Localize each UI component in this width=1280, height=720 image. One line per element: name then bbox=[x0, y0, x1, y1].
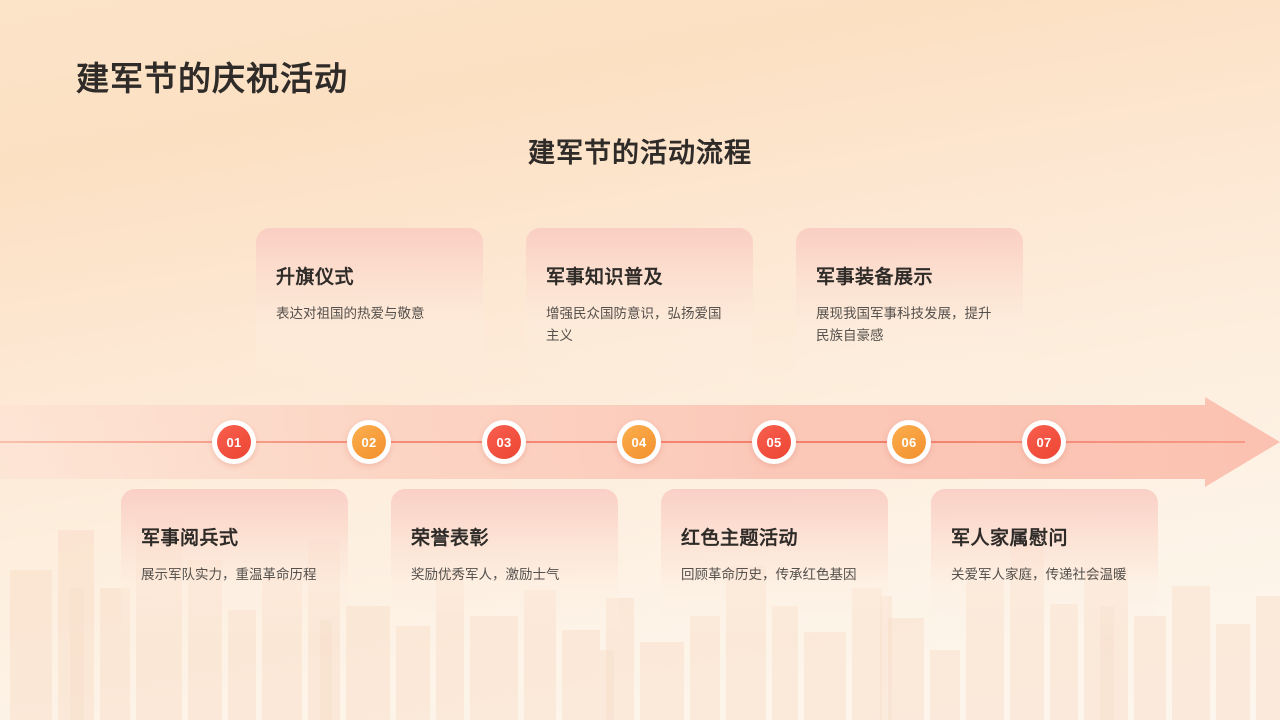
timeline-marker-04[interactable]: 04 bbox=[617, 420, 661, 464]
timeline-marker-06[interactable]: 06 bbox=[887, 420, 931, 464]
activity-card-top-2[interactable]: 军事知识普及 增强民众国防意识，弘扬爱国主义 bbox=[526, 228, 753, 386]
activity-card-top-3[interactable]: 军事装备展示 展现我国军事科技发展，提升民族自豪感 bbox=[796, 228, 1023, 386]
activity-card-bottom-1[interactable]: 军事阅兵式 展示军队实力，重温革命历程 bbox=[121, 489, 348, 639]
activity-card-title: 红色主题活动 bbox=[681, 528, 799, 549]
activity-card-title: 军事知识普及 bbox=[546, 267, 664, 288]
activity-card-title: 荣誉表彰 bbox=[411, 528, 490, 549]
timeline-marker-07[interactable]: 07 bbox=[1022, 420, 1066, 464]
activity-card-bottom-3[interactable]: 红色主题活动 回顾革命历史，传承红色基因 bbox=[661, 489, 888, 639]
activity-card-bottom-2[interactable]: 荣誉表彰 奖励优秀军人，激励士气 bbox=[391, 489, 618, 639]
timeline-marker-01[interactable]: 01 bbox=[212, 420, 256, 464]
timeline-marker-label: 07 bbox=[1027, 425, 1061, 459]
section-title: 建军节的活动流程 bbox=[528, 138, 752, 168]
timeline-marker-05[interactable]: 05 bbox=[752, 420, 796, 464]
timeline-marker-label: 05 bbox=[757, 425, 791, 459]
timeline-marker-label: 01 bbox=[217, 425, 251, 459]
page-title: 建军节的庆祝活动 bbox=[76, 60, 348, 97]
activity-card-title: 军事阅兵式 bbox=[141, 528, 239, 549]
activity-card-description: 奖励优秀军人，激励士气 bbox=[411, 567, 560, 582]
timeline-marker-label: 04 bbox=[622, 425, 656, 459]
activity-card-description: 展现我国军事科技发展，提升民族自豪感 bbox=[816, 306, 992, 343]
activity-card-title: 升旗仪式 bbox=[276, 267, 355, 288]
activity-card-description: 关爱军人家庭，传递社会温暖 bbox=[951, 567, 1127, 582]
activity-card-description: 表达对祖国的热爱与敬意 bbox=[276, 306, 425, 321]
timeline-marker-02[interactable]: 02 bbox=[347, 420, 391, 464]
activity-card-description: 展示军队实力，重温革命历程 bbox=[141, 567, 317, 582]
activity-card-description: 增强民众国防意识，弘扬爱国主义 bbox=[546, 306, 722, 343]
timeline-marker-label: 06 bbox=[892, 425, 926, 459]
timeline-marker-03[interactable]: 03 bbox=[482, 420, 526, 464]
activity-card-title: 军事装备展示 bbox=[816, 267, 934, 288]
timeline-marker-label: 03 bbox=[487, 425, 521, 459]
timeline-marker-label: 02 bbox=[352, 425, 386, 459]
activity-card-title: 军人家属慰问 bbox=[951, 528, 1069, 549]
activity-card-description: 回顾革命历史，传承红色基因 bbox=[681, 567, 857, 582]
activity-card-bottom-4[interactable]: 军人家属慰问 关爱军人家庭，传递社会温暖 bbox=[931, 489, 1158, 639]
activity-card-top-1[interactable]: 升旗仪式 表达对祖国的热爱与敬意 bbox=[256, 228, 483, 386]
